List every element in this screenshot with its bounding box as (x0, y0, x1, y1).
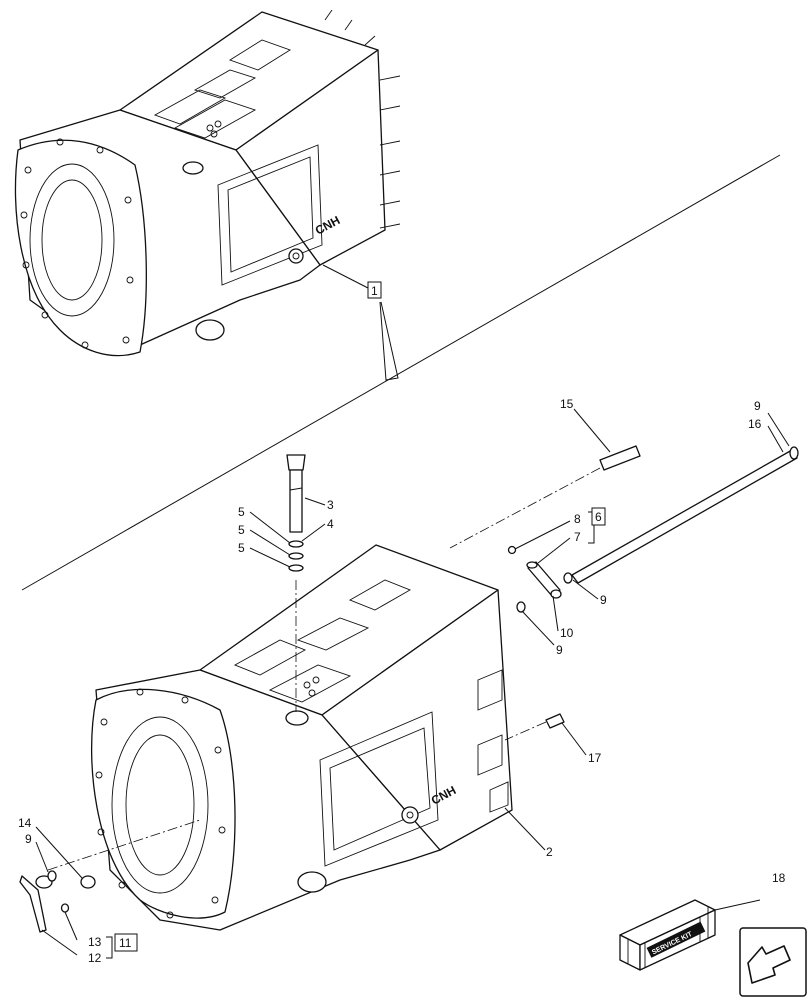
service-kit-box: SERVICE KIT (619, 899, 716, 971)
callout-9-mid: 9 (556, 643, 563, 657)
stud-axis-line (449, 467, 601, 549)
callout-4: 4 (327, 517, 334, 531)
screw-part-13 (60, 903, 70, 913)
lever-axis-line (47, 819, 201, 871)
bolt-part-3 (286, 454, 306, 533)
lever-part-12 (19, 875, 53, 933)
callout-5c: 5 (238, 541, 245, 555)
callout-1-leader-down (379, 301, 399, 381)
callout-2: 2 (546, 845, 553, 859)
callout-1: 1 (371, 284, 378, 298)
callout-8: 8 (574, 512, 581, 526)
callout-3: 3 (327, 498, 334, 512)
callout-15: 15 (560, 397, 574, 411)
washer-part-4 (288, 540, 304, 548)
callout-5a: 5 (238, 505, 245, 519)
rod-part-16 (571, 446, 799, 584)
callout-11: 11 (119, 936, 132, 950)
callout-17: 17 (588, 751, 602, 765)
callout-14: 14 (18, 816, 32, 830)
callout-9-left: 9 (25, 832, 32, 846)
washer-part-5b (288, 564, 304, 572)
callout-7: 7 (574, 530, 581, 544)
o-ring-part-9-rod (563, 572, 573, 584)
plug-part-8 (507, 545, 517, 555)
o-ring-part-9-lever (47, 870, 57, 882)
rear-axle-housing-top: CNH (14, 9, 401, 357)
callout-18: 18 (772, 871, 786, 885)
callout-5b: 5 (238, 523, 245, 537)
callout-10: 10 (560, 626, 574, 640)
callout-6-box (591, 507, 606, 526)
callout-9-right: 9 (600, 593, 607, 607)
callout-6: 6 (595, 510, 602, 524)
section-divider-line (21, 154, 781, 591)
callout-16: 16 (748, 417, 762, 431)
o-ring-part-9-fitting (516, 601, 526, 613)
fitting-part-7 (526, 561, 562, 599)
dowel-part-17 (545, 713, 565, 729)
callout-leaders (35, 408, 790, 959)
callout-12: 12 (88, 951, 102, 965)
washer-part-5a (288, 552, 304, 560)
stud-part-15 (599, 445, 641, 471)
callout-1-box (367, 281, 382, 299)
callout-1-leader (322, 264, 369, 289)
previous-page-arrow-icon[interactable] (739, 927, 807, 997)
callout-13: 13 (88, 935, 102, 949)
rear-axle-housing-bottom: CNH (91, 544, 513, 931)
callout-9-top: 9 (754, 399, 761, 413)
dowel-axis-line (504, 721, 547, 741)
callout-11-box (114, 933, 138, 952)
bushing-part-14 (80, 875, 96, 889)
